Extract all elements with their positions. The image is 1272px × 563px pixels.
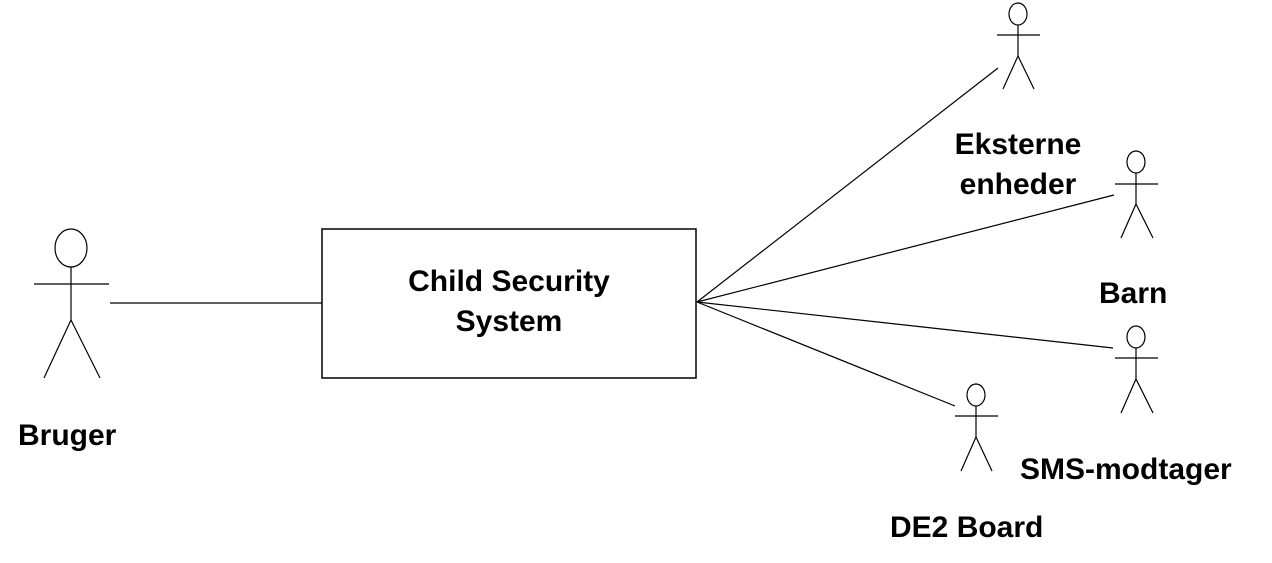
actor-left-leg bbox=[43, 319, 72, 379]
system-name-line2: System bbox=[455, 305, 563, 338]
actor-right-leg bbox=[1135, 203, 1154, 239]
system-name-line1: Child Security bbox=[408, 265, 610, 298]
actor-left-leg bbox=[960, 436, 977, 472]
actor-head bbox=[1126, 325, 1146, 349]
association-sms-modtager bbox=[696, 301, 1114, 349]
actor-head bbox=[966, 383, 986, 407]
actor-right-leg bbox=[1017, 55, 1035, 90]
actor-label-barn: Barn bbox=[1099, 277, 1168, 310]
actor-de2-board-figure bbox=[955, 383, 998, 472]
actor-head bbox=[1126, 150, 1146, 174]
association-eksterne-enheder bbox=[696, 67, 999, 303]
actor-label-sms-modtager: SMS-modtager bbox=[1020, 453, 1232, 486]
actor-barn-figure bbox=[1115, 150, 1158, 239]
actor-left-leg bbox=[1120, 203, 1137, 239]
actor-right-leg bbox=[1135, 378, 1154, 414]
actor-head bbox=[54, 228, 88, 268]
actor-right-leg bbox=[70, 319, 101, 379]
actor-sms-modtager-figure bbox=[1115, 325, 1158, 414]
actor-bruger-figure bbox=[34, 228, 109, 379]
actor-right-leg bbox=[975, 436, 993, 472]
system-box bbox=[321, 228, 697, 379]
actor-left-leg bbox=[1120, 378, 1137, 414]
actor-label-eksterne-enheder-line1: Eksterne bbox=[954, 128, 1082, 161]
actor-label-bruger: Bruger bbox=[18, 419, 117, 452]
association-de2-board bbox=[696, 301, 956, 407]
actor-label-eksterne-enheder-line2: enheder bbox=[959, 168, 1077, 201]
actor-label-de2-board: DE2 Board bbox=[890, 511, 1044, 544]
actor-left-leg bbox=[1002, 55, 1019, 90]
actor-head bbox=[1008, 2, 1028, 26]
association-barn bbox=[696, 194, 1115, 303]
actor-eksterne-enheder-figure bbox=[997, 2, 1040, 90]
